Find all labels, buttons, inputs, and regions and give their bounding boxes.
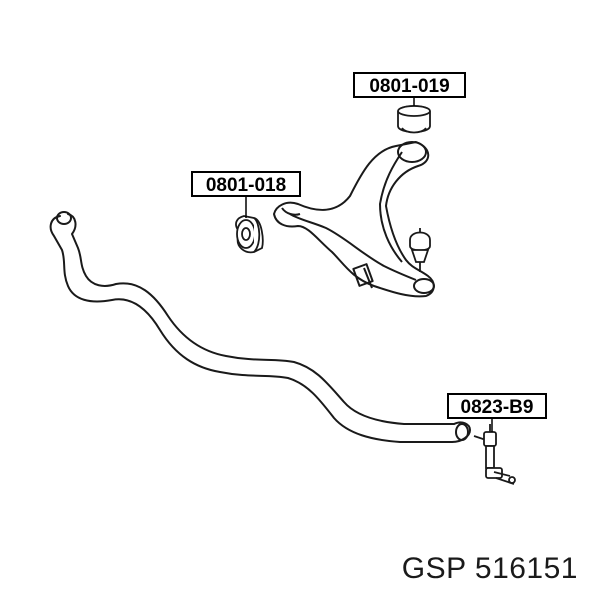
label-stabilizer-link: 0823-B9 [447, 393, 547, 419]
label-upper-bushing-text: 0801-019 [369, 76, 449, 97]
stabilizer-bar [49, 211, 471, 443]
label-arm-bushing-text: 0801-018 [206, 175, 286, 196]
arm-bushing-part [235, 215, 264, 254]
label-upper-bushing: 0801-019 [353, 72, 466, 98]
label-stabilizer-link-text: 0823-B9 [461, 397, 534, 418]
stabilizer-link-part [473, 424, 516, 485]
label-box [447, 393, 547, 419]
part-caption: GSP 516151 [401, 552, 578, 585]
control-arm [273, 141, 435, 298]
upper-bushing-part [397, 105, 431, 134]
leader-lines [245, 96, 493, 432]
label-box [353, 72, 466, 98]
ball-joint [409, 228, 431, 272]
label-arm-bushing: 0801-018 [191, 171, 301, 197]
label-box [191, 171, 301, 197]
